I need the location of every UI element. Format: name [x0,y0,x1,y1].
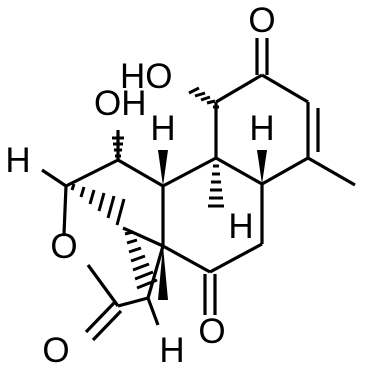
bond [41,168,67,188]
bond [261,73,309,104]
hydrogen-label: H [5,141,30,180]
hydrogen-label: H [228,207,253,246]
oxygen-label: O [248,1,275,40]
bond [307,156,356,187]
bond [117,296,149,308]
hydroxyl-label: HO [120,57,173,96]
oxygen-label: O [198,312,225,351]
bond [162,156,217,188]
bonds [41,38,356,342]
bond [86,264,120,307]
bond [91,309,123,342]
bond [162,244,211,274]
hashed-bond [112,136,124,158]
bond [215,73,263,104]
bond [62,185,68,235]
bond [146,297,160,326]
wedge-bond [158,150,168,186]
oxygen-label: O [50,227,77,266]
hydrogen-label: H [150,109,175,148]
hashed-bond [70,183,126,226]
hashed-bond [208,164,224,208]
hashed-bond [188,86,219,109]
wedge-bond [257,150,267,184]
bond [215,156,263,186]
hashed-bond [124,230,158,290]
bond [117,158,164,188]
stereo-bonds [70,86,267,300]
bond [146,245,165,299]
bond [84,301,116,334]
atom-labels: O HO OH H H H H O O O H [5,1,275,370]
hydrogen-label: H [249,109,274,148]
bond [122,226,164,248]
wedge-bond [158,246,168,300]
bond [65,158,119,188]
hydroxyl-label: OH [94,84,147,123]
oxygen-label: O [42,331,69,365]
bond [209,242,263,274]
hydrogen-label: H [159,331,184,365]
bond [261,156,309,186]
